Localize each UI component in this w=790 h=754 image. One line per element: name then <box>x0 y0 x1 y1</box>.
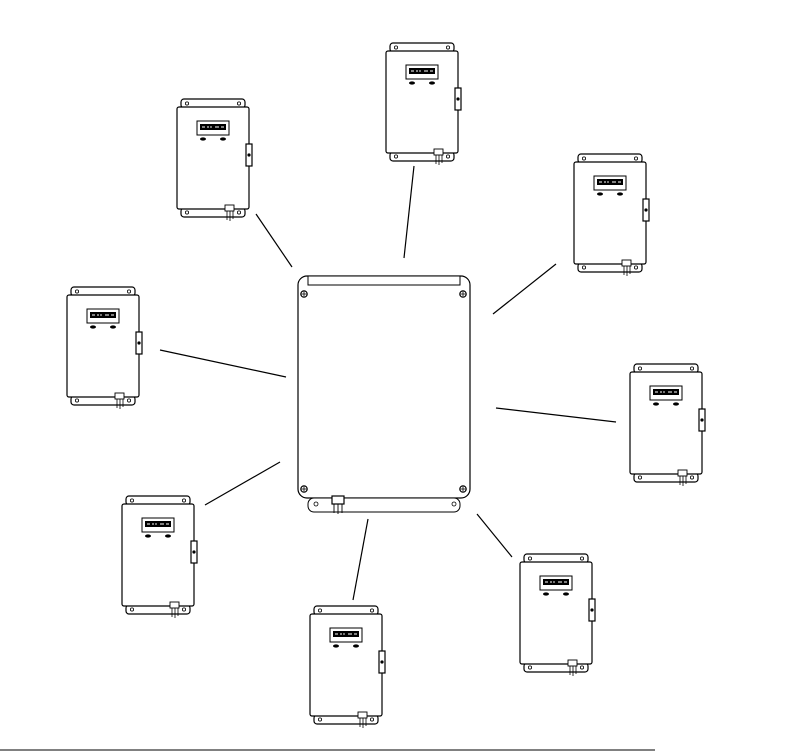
satellite-bottom-left <box>121 495 198 618</box>
cable-gland-icon <box>621 259 632 276</box>
satellite-top-left <box>176 98 253 221</box>
connection-line <box>255 213 293 268</box>
display-panel <box>86 308 120 329</box>
cable-gland-icon <box>169 601 180 618</box>
connection-line <box>352 518 369 601</box>
latch-icon <box>135 331 143 355</box>
screw-icon <box>459 290 467 298</box>
connection-lines <box>159 165 617 601</box>
screw-icon <box>300 485 308 493</box>
cable-gland-icon <box>567 659 578 676</box>
satellite-bottom-center <box>519 553 596 676</box>
connection-line <box>492 263 557 315</box>
latch-icon <box>190 540 198 564</box>
screw-icon <box>300 290 308 298</box>
display-panel <box>141 517 175 538</box>
cable-gland-icon <box>224 204 235 221</box>
latch-icon <box>245 143 253 167</box>
cable-gland-icon <box>357 711 368 728</box>
latch-icon <box>378 650 386 674</box>
display-panel <box>539 575 573 596</box>
latch-icon <box>454 87 462 111</box>
satellite-enclosures <box>66 42 706 728</box>
satellite-top-right <box>573 153 650 276</box>
cable-gland-icon <box>331 495 345 514</box>
satellite-right <box>629 363 706 486</box>
satellite-top-center <box>385 42 462 165</box>
satellite-left <box>66 286 143 409</box>
connection-line <box>476 513 513 558</box>
cable-gland-icon <box>677 469 688 486</box>
display-panel <box>405 64 439 85</box>
display-panel <box>593 175 627 196</box>
cable-gland-icon <box>433 148 444 165</box>
latch-icon <box>698 408 706 432</box>
connection-line <box>495 407 617 423</box>
display-panel <box>329 627 363 648</box>
connection-line <box>204 461 281 506</box>
connection-line <box>159 349 287 378</box>
central-enclosure <box>297 275 471 514</box>
satellite-bottom-right <box>309 605 386 728</box>
latch-icon <box>642 198 650 222</box>
display-panel <box>649 385 683 406</box>
screw-icon <box>459 485 467 493</box>
connection-line <box>403 165 415 259</box>
display-panel <box>196 120 230 141</box>
cable-gland-icon <box>114 392 125 409</box>
latch-icon <box>588 598 596 622</box>
